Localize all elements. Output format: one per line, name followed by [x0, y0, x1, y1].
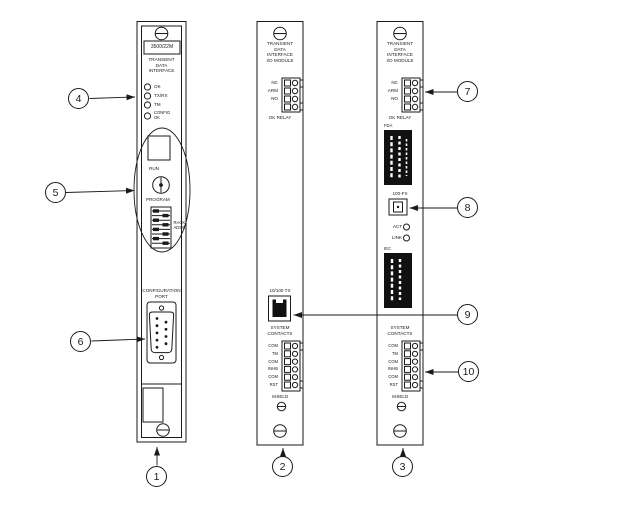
fx-relay-label-arm: ARM — [387, 88, 398, 93]
fx-contact-label-com3: COM — [388, 374, 398, 379]
screw-icon — [156, 423, 170, 437]
callout-1: 1 — [146, 466, 167, 487]
fx-link-label: LINK — [391, 235, 402, 240]
fx-contact-label-rst: RST — [389, 382, 398, 387]
rack-address-switch — [150, 206, 172, 249]
tdi-led-label-tm: TM — [154, 102, 161, 107]
fx-relay-label-nc: NC — [391, 80, 398, 85]
ethernet-port-icon — [268, 295, 291, 322]
callout-9: 9 — [457, 304, 478, 325]
tdi-rack-addr-label: RACK ADDR — [173, 220, 186, 231]
shield-screw-icon — [396, 401, 407, 412]
eth-shield-label: SHIELD — [271, 394, 289, 399]
fx-contact-label-tm: TM — [391, 351, 398, 356]
callout-8: 8 — [457, 197, 478, 218]
fx-contact-label-com2: COM — [388, 359, 398, 364]
eth-contact-label-tm: TM — [271, 351, 278, 356]
eth-relay-label-arm: ARM — [267, 88, 278, 93]
tdi-led-label-txrx: TX/RX — [154, 93, 168, 98]
tdi-program-label: PROGRAM — [146, 197, 170, 202]
tdi-module-outline — [136, 21, 187, 443]
fx-relay-label-no: NO — [391, 96, 398, 101]
callout-4: 4 — [68, 88, 89, 109]
fx-ok-relay-terminal-block — [401, 77, 424, 113]
db9-connector-icon — [146, 301, 177, 364]
tdi-title: TRANSIENT DATA INTERFACE — [148, 57, 175, 74]
display-window — [147, 135, 171, 161]
eth-contact-label-inhb: INHB — [267, 366, 278, 371]
ejector-handle — [142, 387, 164, 423]
fx-title: TRANSIENT DATA INTERFACE I/O MODULE — [386, 41, 414, 64]
eth-title: TRANSIENT DATA INTERFACE I/O MODULE — [266, 41, 294, 64]
eth-ok-relay-label: OK RELAY — [268, 115, 292, 120]
screw-icon — [273, 26, 287, 41]
callout-5: 5 — [45, 182, 66, 203]
fda-certification-label — [384, 130, 412, 185]
fx-system-contacts-label: SYSTEM CONTACTS — [387, 325, 413, 336]
keyswitch-icon — [152, 176, 170, 194]
tdi-run-label: RUN — [149, 166, 159, 171]
callout-2: 2 — [272, 456, 293, 477]
fx-fda-label: FDA — [384, 123, 393, 128]
eth-module-outline — [256, 21, 304, 446]
fx-port-label: 100-FX — [392, 191, 408, 196]
fx-system-contacts-terminal-block — [401, 340, 424, 392]
eth-relay-label-no: NO — [271, 96, 278, 101]
callout-7: 7 — [457, 81, 478, 102]
screw-icon — [154, 26, 169, 41]
eth-contact-label-com2: COM — [268, 359, 278, 364]
callout-6: 6 — [70, 331, 91, 352]
fx-act-label: ACT — [392, 224, 402, 229]
fx-ok-relay-label: OK RELAY — [388, 115, 412, 120]
tdi-led-label-ok: OK — [154, 84, 161, 89]
eth-system-contacts-label: SYSTEM CONTACTS — [267, 325, 293, 336]
fx-module-outline — [376, 21, 424, 446]
status-led-icons — [143, 83, 152, 120]
fx-shield-label: SHIELD — [391, 394, 409, 399]
callout-arrows — [65, 89, 458, 466]
screw-icon — [393, 26, 407, 41]
eth-port-label: 10/100 TX — [269, 288, 291, 293]
eth-ok-relay-terminal-block — [281, 77, 304, 113]
fx-contact-label-inhb: INHB — [387, 366, 398, 371]
eth-contact-label-com1: COM — [268, 343, 278, 348]
eth-contact-label-rst: RST — [269, 382, 278, 387]
tdi-config-port-label: CONFIGURATION PORT — [142, 288, 181, 299]
act-led-icon — [403, 223, 410, 231]
screw-icon — [393, 424, 407, 438]
tdi-led-label-config-ok: CONFIG OK — [154, 110, 171, 121]
tdi-model-label: 3500/22M — [150, 44, 174, 50]
shield-screw-icon — [276, 401, 287, 412]
iec-certification-label — [384, 253, 412, 308]
screw-icon — [273, 424, 287, 438]
eth-contact-label-com3: COM — [268, 374, 278, 379]
fx-iec-label: IEC — [384, 246, 391, 251]
fiber-port-icon — [388, 198, 408, 216]
callout-3: 3 — [392, 456, 413, 477]
eth-relay-label-nc: NC — [271, 80, 278, 85]
fx-contact-label-com1: COM — [388, 343, 398, 348]
link-led-icon — [403, 234, 410, 242]
eth-system-contacts-terminal-block — [281, 340, 304, 392]
callout-10: 10 — [458, 361, 479, 382]
